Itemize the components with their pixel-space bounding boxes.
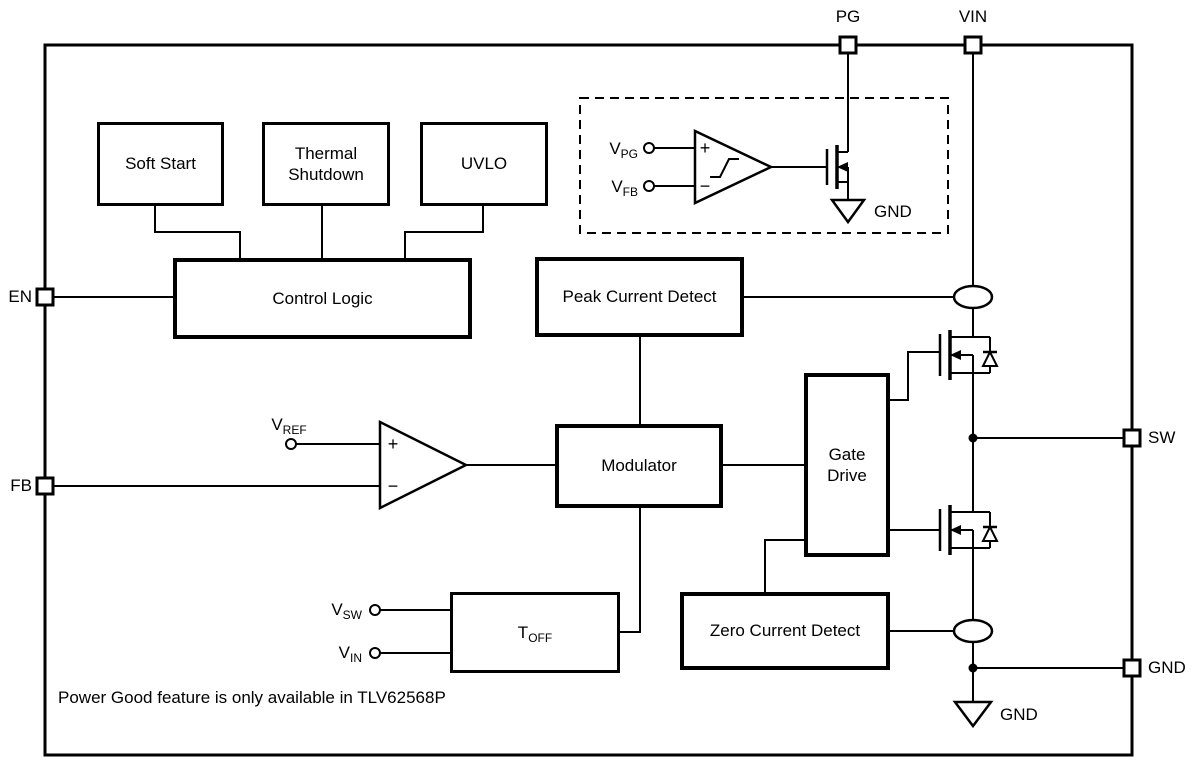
hysteresis-icon — [710, 158, 739, 178]
block-control-logic: Control Logic — [173, 258, 472, 339]
gnd-label-bottom: GND — [1000, 705, 1038, 724]
pin-squares — [35, 35, 1142, 678]
pin-en — [35, 287, 55, 307]
block-zero-current-detect: Zero Current Detect — [680, 592, 890, 670]
gnd-symbol-bottom — [952, 700, 994, 729]
block-label-line1: Gate — [828, 444, 866, 464]
pin-label-pg: PG — [835, 7, 861, 26]
vref-terminal — [285, 438, 297, 450]
terminal-circles — [285, 142, 655, 659]
vin-terminal — [369, 647, 381, 659]
pin-gnd — [1122, 658, 1142, 678]
block-uvlo: UVLO — [420, 122, 548, 206]
pin-label-vin: VIN — [958, 7, 988, 26]
footnote: Power Good feature is only available in … — [58, 688, 446, 707]
pin-label-sw: SW — [1148, 428, 1176, 447]
gnd-junction-dot — [968, 663, 978, 673]
power-good-mosfet-icon — [825, 145, 849, 200]
error-comparator — [378, 419, 469, 511]
vfb-label: VFB — [611, 177, 638, 199]
chip-boundary — [43, 43, 1134, 757]
low-side-mosfet-icon — [938, 505, 999, 555]
vpg-terminal — [643, 142, 655, 154]
block-label-line1: Thermal — [294, 143, 358, 163]
high-side-mosfet-icon — [938, 330, 999, 380]
pg-comparator-plus: + — [699, 138, 711, 158]
vsw-label: VSW — [331, 600, 362, 622]
toff-sub: OFF — [528, 630, 553, 645]
gnd-label-pg-section: GND — [874, 202, 912, 221]
toff-base: T — [517, 622, 529, 642]
peak-current-sense-icon — [952, 284, 994, 310]
block-label-line2: Shutdown — [288, 165, 364, 184]
pin-label-gnd: GND — [1148, 658, 1186, 677]
block-label: Peak Current Detect — [562, 287, 717, 307]
vref-label: VREF — [271, 415, 307, 437]
block-toff: TOFF — [450, 592, 620, 673]
block-modulator: Modulator — [555, 424, 723, 508]
gnd-symbol-pg — [829, 198, 867, 225]
vin-signal-label: VIN — [338, 643, 362, 665]
pin-label-en: EN — [8, 287, 32, 306]
pin-sw — [1122, 428, 1142, 448]
power-good-dashed-region — [579, 97, 949, 234]
vpg-label: VPG — [609, 139, 638, 161]
error-comparator-minus: − — [387, 476, 399, 496]
pg-comparator-minus: − — [699, 176, 711, 196]
block-label: Zero Current Detect — [709, 621, 861, 641]
block-soft-start: Soft Start — [97, 122, 224, 206]
error-comparator-plus: + — [387, 434, 399, 454]
block-label: Control Logic — [272, 288, 373, 308]
block-label: Soft Start — [125, 154, 196, 174]
block-label: UVLO — [460, 154, 508, 174]
block-label: TOFF — [517, 622, 553, 645]
pin-fb — [35, 476, 55, 496]
power-good-comparator — [693, 129, 774, 205]
vsw-terminal — [369, 604, 381, 616]
block-peak-current-detect: Peak Current Detect — [535, 257, 744, 337]
pin-vin — [963, 35, 983, 55]
block-label: Modulator — [601, 456, 677, 476]
pin-label-fb: FB — [10, 476, 32, 495]
block-label-line2: Drive — [827, 466, 867, 485]
pin-pg — [838, 35, 858, 55]
sw-junction-dot — [968, 433, 978, 443]
vfb-terminal — [643, 180, 655, 192]
zero-current-sense-icon — [952, 618, 994, 644]
